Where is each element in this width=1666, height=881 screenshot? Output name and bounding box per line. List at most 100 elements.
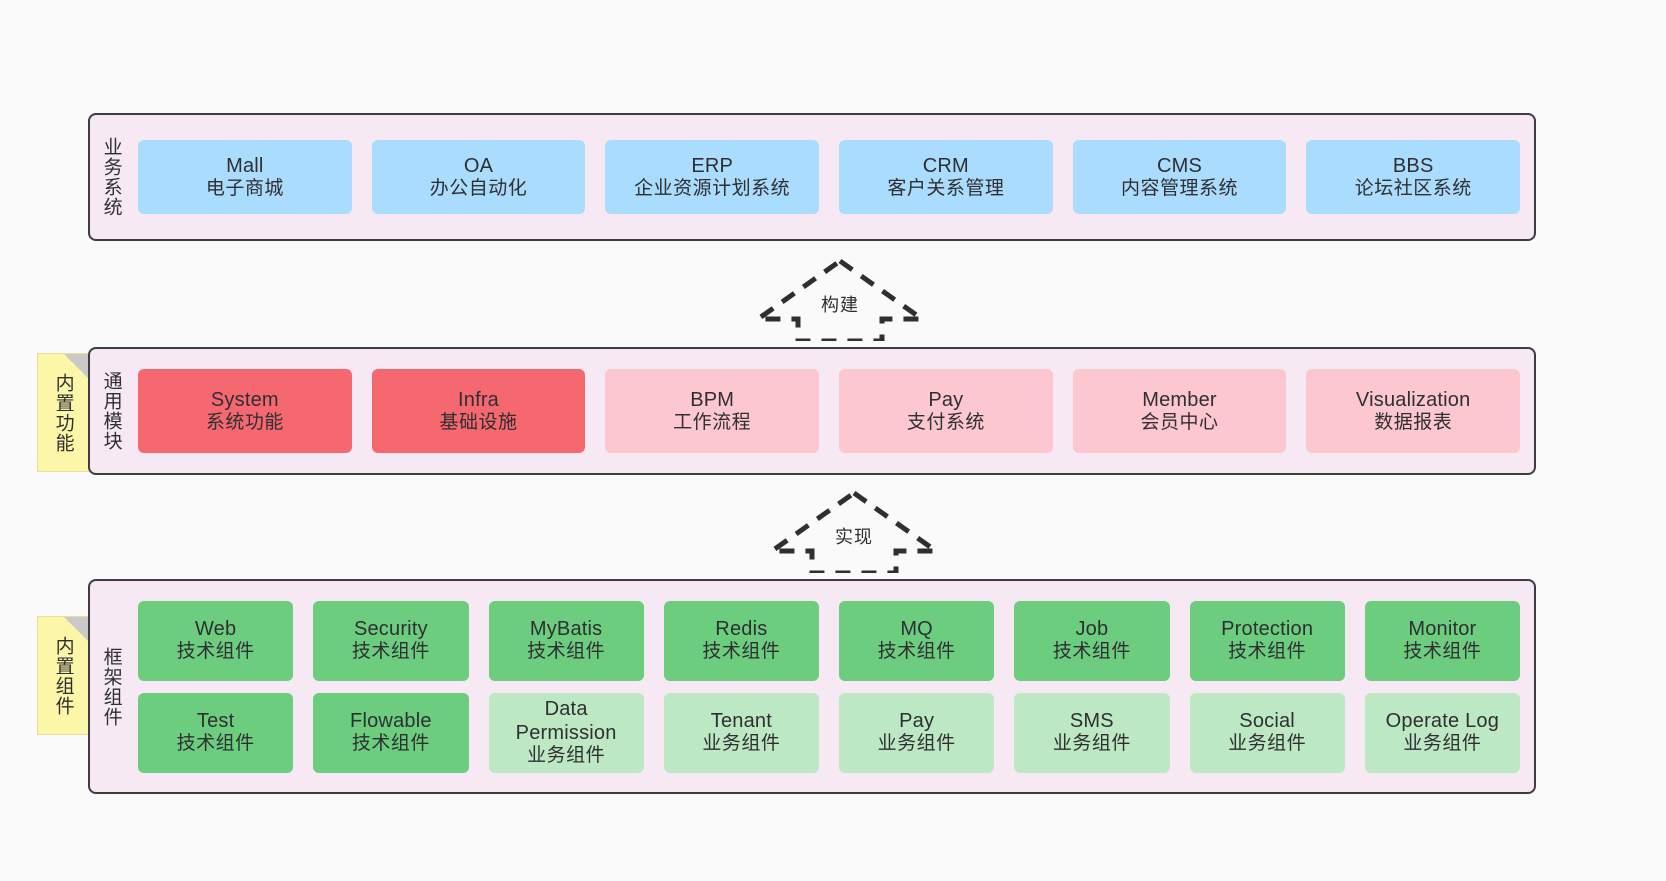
- module-box-bpm[interactable]: BPM 工作流程: [605, 369, 820, 453]
- component-name-en: Operate Log: [1385, 710, 1500, 733]
- component-box-redis[interactable]: Redis 技术组件: [663, 600, 819, 681]
- component-name-cn: 技术组件: [877, 641, 956, 663]
- component-name-en: MyBatis: [529, 618, 603, 641]
- module-name-en: BBS: [1392, 154, 1434, 177]
- component-box-social[interactable]: Social 业务组件: [1189, 692, 1345, 773]
- sticky-note-label: 内置组件: [52, 635, 74, 716]
- component-name-en: Protection: [1221, 618, 1314, 641]
- module-name-en: Pay: [928, 388, 964, 411]
- module-box-system[interactable]: System 系统功能: [138, 369, 352, 453]
- component-name-en: MQ: [900, 618, 933, 641]
- component-name-en: Test: [196, 710, 235, 733]
- layer-title-modules: 通用模块: [100, 371, 122, 451]
- connector-build-arrow[interactable]: 构建: [752, 257, 928, 341]
- component-box-operate-log[interactable]: Operate Log 业务组件: [1364, 692, 1520, 773]
- component-name-en: SMS: [1069, 710, 1114, 733]
- component-name-cn: 业务组件: [1052, 733, 1131, 755]
- sticky-note-builtin-features[interactable]: 内置功能: [37, 353, 89, 472]
- layer-body-modules: System 系统功能 Infra 基础设施 BPM 工作流程 Pay 支付系统…: [132, 349, 1534, 473]
- sticky-note-builtin-components[interactable]: 内置组件: [37, 616, 89, 735]
- module-name-en: CRM: [922, 154, 969, 177]
- module-name-en: Infra: [457, 388, 500, 411]
- layer-row: Mall 电子商城 OA 办公自动化 ERP 企业资源计划系统 CRM 客户关系…: [138, 140, 1521, 214]
- component-name-cn: 技术组件: [702, 641, 781, 663]
- component-box-flowable[interactable]: Flowable 技术组件: [313, 692, 469, 773]
- module-box-visualization[interactable]: Visualization 数据报表: [1306, 369, 1521, 453]
- component-box-sms[interactable]: SMS 业务组件: [1014, 692, 1170, 773]
- module-name-en: Mall: [226, 154, 264, 177]
- module-box-crm[interactable]: CRM 客户关系管理: [839, 140, 1053, 214]
- component-box-job[interactable]: Job 技术组件: [1014, 600, 1170, 681]
- connector-implement-arrow[interactable]: 实现: [766, 489, 942, 573]
- component-name-cn: 技术组件: [351, 733, 430, 755]
- module-box-cms[interactable]: CMS 内容管理系统: [1072, 140, 1287, 214]
- layer-row: Test 技术组件 Flowable 技术组件 Data Permission …: [138, 692, 1520, 773]
- component-name-cn: 业务组件: [877, 733, 956, 755]
- module-name-en: System: [210, 388, 279, 411]
- layer-common-modules[interactable]: 通用模块 System 系统功能 Infra 基础设施 BPM 工作流程 Pay…: [88, 347, 1536, 475]
- component-box-pay[interactable]: Pay 业务组件: [839, 692, 995, 773]
- module-name-cn: 电子商城: [205, 177, 284, 199]
- module-box-member[interactable]: Member 会员中心: [1072, 369, 1287, 453]
- module-name-cn: 办公自动化: [429, 177, 528, 199]
- module-name-en: Member: [1142, 388, 1217, 411]
- module-box-mall[interactable]: Mall 电子商城: [138, 140, 352, 214]
- component-name-en: Flowable: [350, 710, 432, 733]
- layer-row: Web 技术组件 Security 技术组件 MyBatis 技术组件 Redi…: [138, 600, 1520, 681]
- layer-title-framework: 框架组件: [100, 646, 122, 727]
- module-name-en: OA: [463, 154, 494, 177]
- component-name-en: Redis: [715, 618, 768, 641]
- component-box-security[interactable]: Security 技术组件: [313, 600, 469, 681]
- component-name-cn: 业务组件: [1228, 733, 1307, 755]
- module-name-cn: 数据报表: [1374, 411, 1453, 433]
- component-name-cn: 业务组件: [527, 745, 606, 767]
- layer-title-business: 业务系统: [100, 137, 122, 217]
- component-name-cn: 技术组件: [527, 641, 606, 663]
- module-box-oa[interactable]: OA 办公自动化: [371, 140, 586, 214]
- module-box-infra[interactable]: Infra 基础设施: [371, 369, 586, 453]
- component-box-mybatis[interactable]: MyBatis 技术组件: [488, 600, 644, 681]
- layer-row: System 系统功能 Infra 基础设施 BPM 工作流程 Pay 支付系统…: [138, 369, 1521, 453]
- module-name-cn: 基础设施: [439, 411, 518, 433]
- component-box-monitor[interactable]: Monitor 技术组件: [1364, 600, 1520, 681]
- component-name-cn: 技术组件: [176, 641, 255, 663]
- module-name-cn: 企业资源计划系统: [634, 177, 791, 199]
- component-name-cn: 技术组件: [176, 733, 255, 755]
- module-box-bbs[interactable]: BBS 论坛社区系统: [1306, 140, 1521, 214]
- layer-framework-components[interactable]: 框架组件 Web 技术组件 Security 技术组件 MyBatis 技术组件…: [88, 579, 1536, 794]
- component-name-en: Web: [194, 618, 237, 641]
- component-name-cn: 技术组件: [351, 641, 430, 663]
- component-box-protection[interactable]: Protection 技术组件: [1189, 600, 1345, 681]
- component-box-mq[interactable]: MQ 技术组件: [839, 600, 995, 681]
- module-name-en: BPM: [690, 388, 735, 411]
- module-name-cn: 客户关系管理: [887, 177, 1005, 199]
- module-box-pay[interactable]: Pay 支付系统: [839, 369, 1053, 453]
- component-name-cn: 技术组件: [1228, 641, 1307, 663]
- layer-business-system[interactable]: 业务系统 Mall 电子商城 OA 办公自动化 ERP 企业资源计划系统 CRM…: [88, 113, 1536, 241]
- module-name-cn: 会员中心: [1140, 411, 1219, 433]
- layer-body-framework: Web 技术组件 Security 技术组件 MyBatis 技术组件 Redi…: [132, 581, 1534, 792]
- component-name-en: Pay: [899, 710, 935, 733]
- module-name-cn: 系统功能: [205, 411, 284, 433]
- module-box-erp[interactable]: ERP 企业资源计划系统: [605, 140, 820, 214]
- module-name-en: CMS: [1157, 154, 1203, 177]
- component-name-cn: 业务组件: [702, 733, 781, 755]
- note-fold-corner-icon: [64, 617, 88, 641]
- component-name-cn: 业务组件: [1403, 733, 1482, 755]
- component-name-cn: 技术组件: [1052, 641, 1131, 663]
- note-fold-corner-icon: [64, 354, 88, 378]
- module-name-cn: 工作流程: [673, 411, 752, 433]
- component-name-en: Tenant: [710, 710, 772, 733]
- component-name-en: Social: [1239, 710, 1295, 733]
- component-box-test[interactable]: Test 技术组件: [138, 692, 294, 773]
- sticky-note-label: 内置功能: [52, 372, 74, 453]
- module-name-cn: 支付系统: [906, 411, 985, 433]
- component-name-en: Monitor: [1408, 618, 1477, 641]
- layer-body-business: Mall 电子商城 OA 办公自动化 ERP 企业资源计划系统 CRM 客户关系…: [132, 115, 1534, 239]
- component-box-data-permission[interactable]: Data Permission 业务组件: [488, 692, 644, 773]
- component-name-en: Security: [353, 618, 428, 641]
- component-name-en: Job: [1075, 618, 1109, 641]
- component-box-web[interactable]: Web 技术组件: [138, 600, 294, 681]
- component-box-tenant[interactable]: Tenant 业务组件: [663, 692, 819, 773]
